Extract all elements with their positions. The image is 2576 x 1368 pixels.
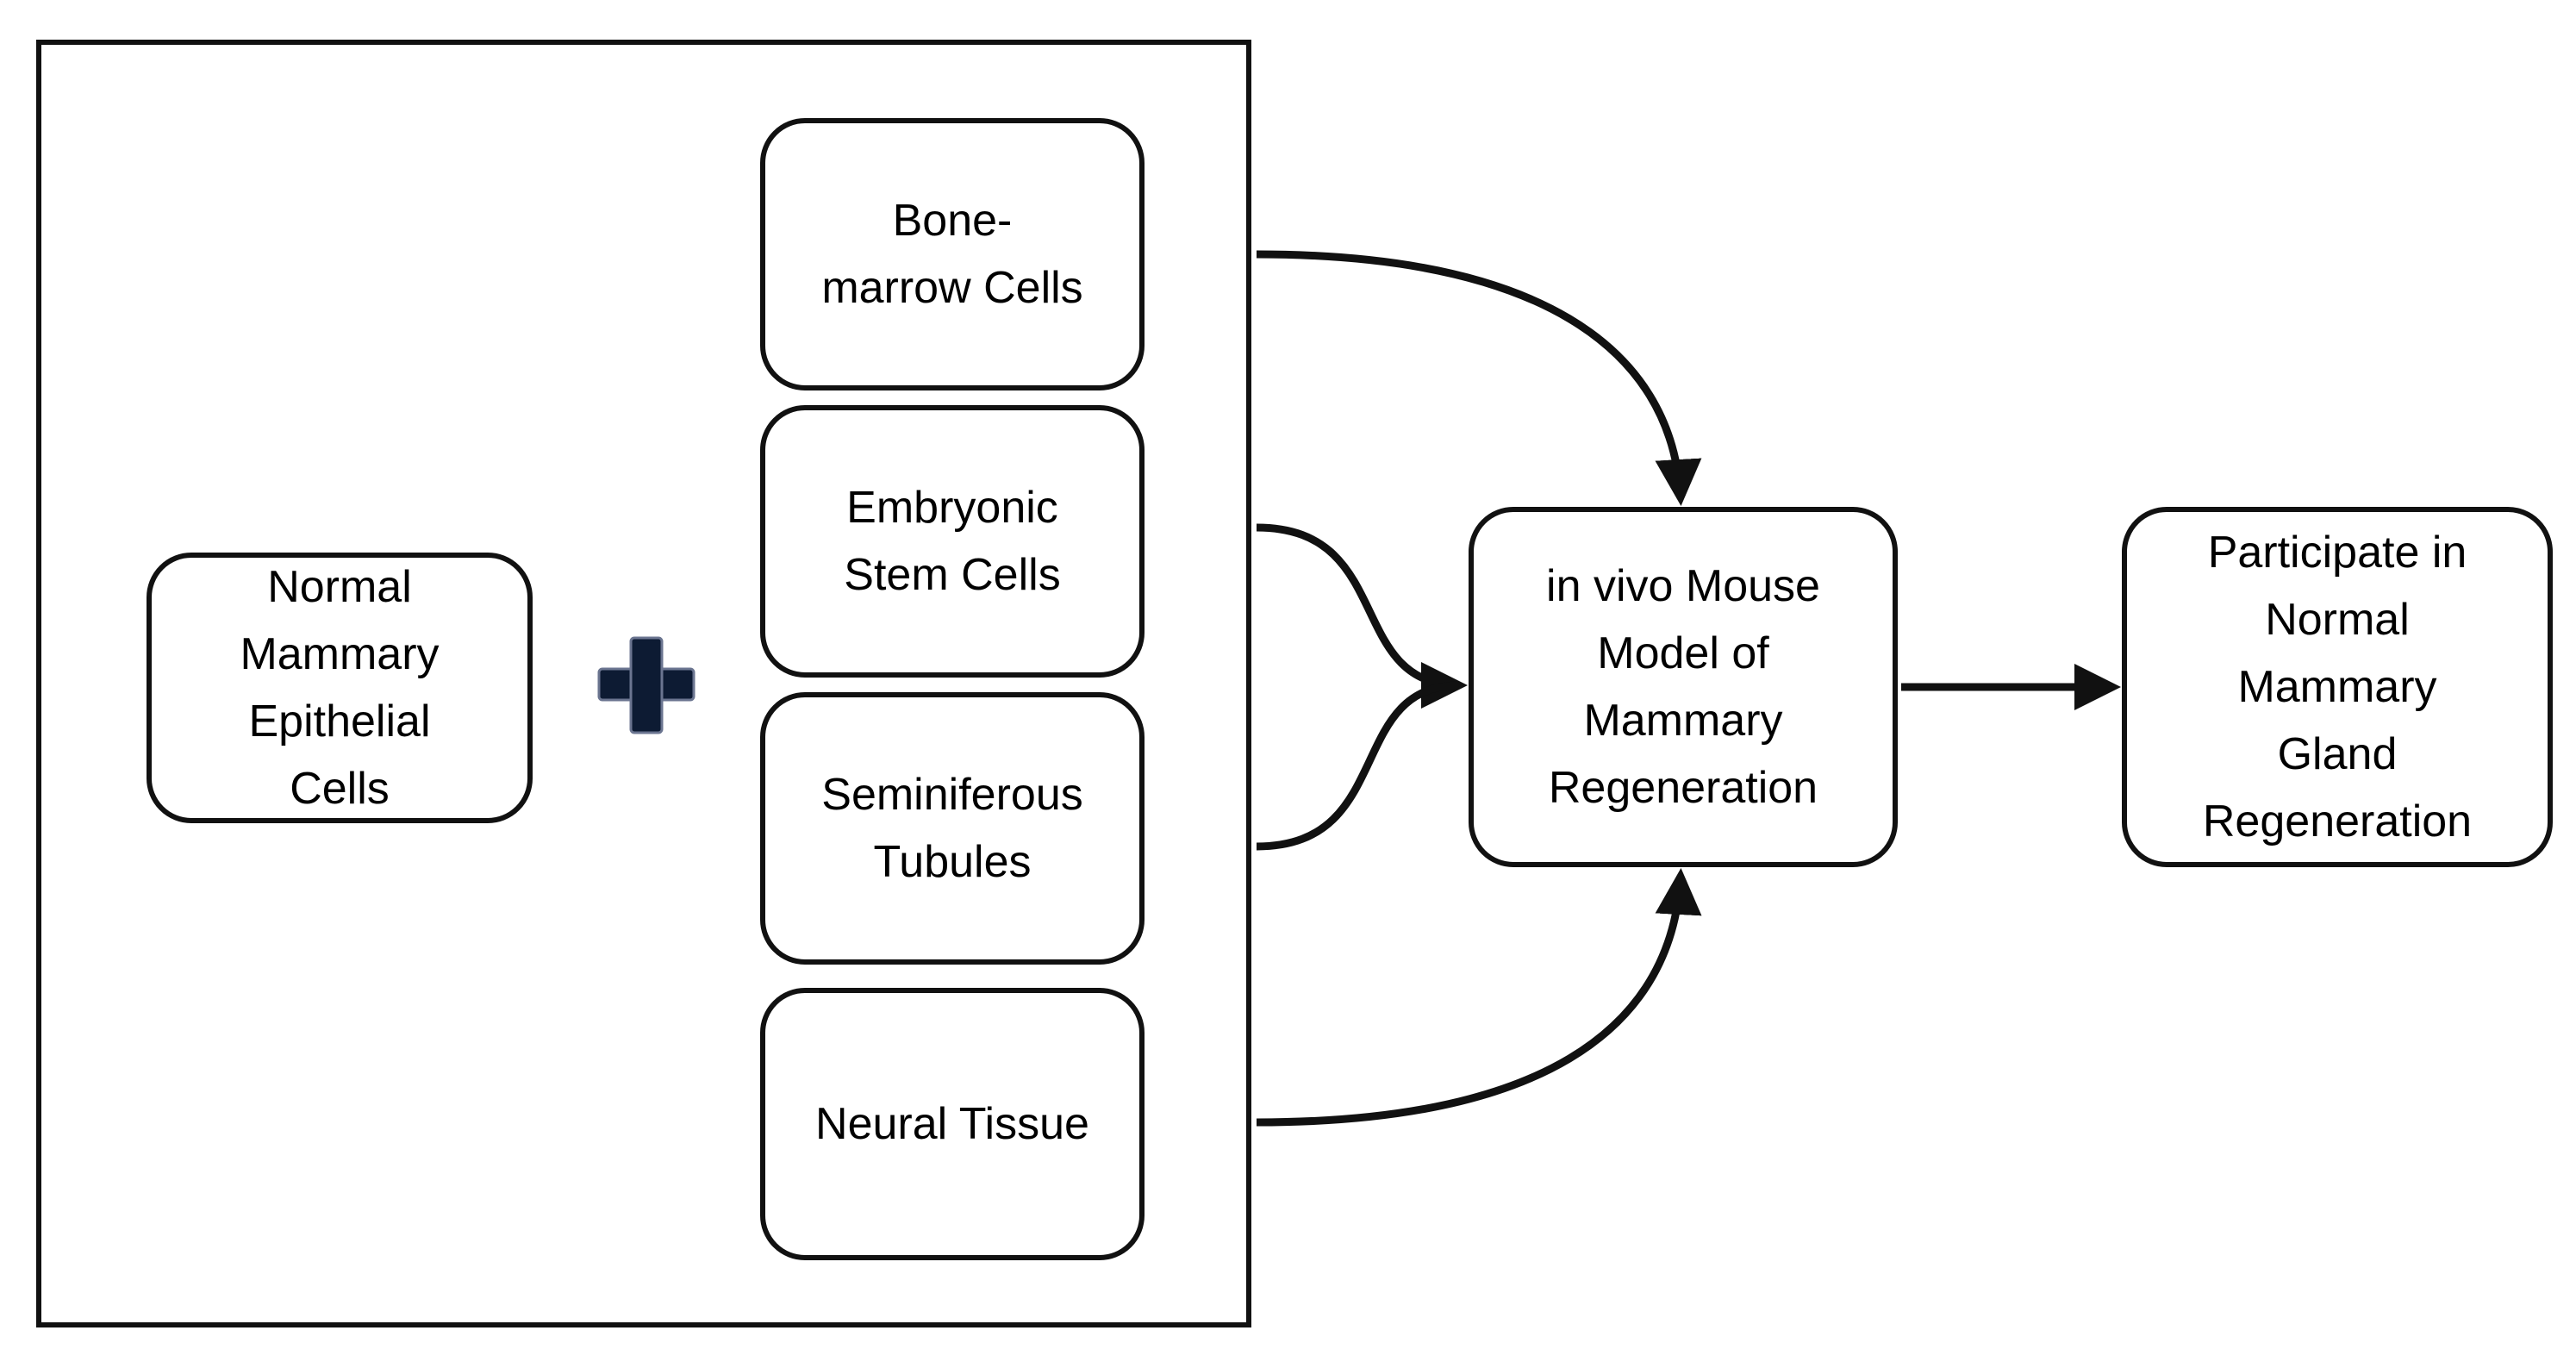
neural-tissue-box: Neural Tissue [760,988,1145,1260]
outcome-label: Participate in Normal Mammary Gland Rege… [2202,528,2473,846]
neural-tissue-label: Neural Tissue [815,1099,1089,1149]
normal-mammary-epithelial-cells-box: Normal Mammary Epithelial Cells [147,553,533,823]
outcome-box: Participate in Normal Mammary Gland Rege… [2122,507,2553,867]
seminiferous-tubules-label: Seminiferous Tubules [821,770,1083,887]
bone-marrow-cells-label: Bone- marrow Cells [821,196,1083,313]
mouse-model-box: in vivo Mouse Model of Mammary Regenerat… [1469,507,1898,867]
bone-marrow-cells-box: Bone- marrow Cells [760,118,1145,390]
embryonic-stem-cells-box: Embryonic Stem Cells [760,405,1145,678]
arrow-seminiferous-to-model [1256,681,1461,851]
arrow-embryonic-to-model [1256,523,1468,709]
normal-mammary-epithelial-cells-label: Normal Mammary Epithelial Cells [240,562,440,814]
embryonic-stem-cells-label: Embryonic Stem Cells [844,483,1061,600]
arrow-neural-to-model [1256,868,1702,1127]
plus-icon [597,636,695,734]
sources-frame [36,40,1251,1327]
arrow-bone-marrow-to-model [1256,250,1702,506]
seminiferous-tubules-box: Seminiferous Tubules [760,692,1145,965]
mouse-model-label: in vivo Mouse Model of Mammary Regenerat… [1546,561,1820,813]
